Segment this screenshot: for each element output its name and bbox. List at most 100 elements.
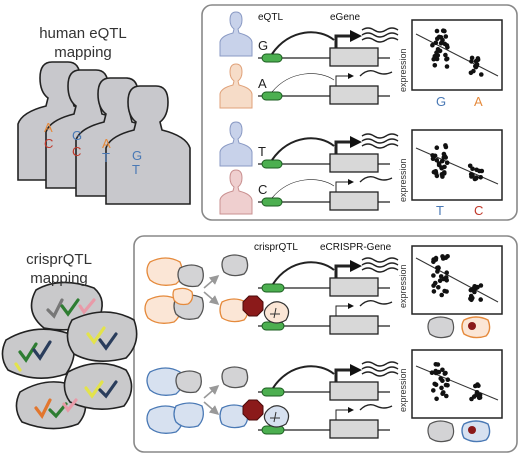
scatter-dot — [434, 145, 440, 150]
eqtl-row-A — [258, 69, 393, 105]
row-allele-G: G — [258, 38, 269, 53]
scatter-dot — [444, 289, 449, 294]
scatter-dot — [479, 72, 484, 77]
scatter-dot — [476, 395, 482, 401]
scatter-dot — [442, 171, 447, 176]
row-allele-T: T — [258, 144, 266, 159]
plot-frame-bottom-1 — [411, 245, 503, 315]
eqtl-row-C — [258, 175, 393, 211]
scatter-dot — [443, 144, 449, 150]
plot-top-2-x-2: C — [474, 203, 484, 218]
scatter-dot — [443, 52, 448, 58]
scatter-dot — [444, 393, 449, 399]
row-allele-A: A — [258, 76, 267, 91]
body-4-allele-1: G — [132, 148, 143, 163]
scatter-dot — [471, 68, 476, 74]
scatter-dot — [430, 42, 435, 48]
crispr-row-3 — [258, 361, 399, 401]
crispr-row-2 — [258, 299, 393, 335]
scatter-dot — [432, 63, 438, 68]
scatter-top-1 — [430, 28, 484, 77]
crisprqtl-title-line1: crisprQTL — [26, 251, 92, 268]
human-silhouettes — [17, 61, 191, 205]
stop-sign-icon — [242, 295, 264, 317]
scatter-dot — [470, 173, 475, 178]
plot-top-1-x-1: G — [436, 94, 447, 109]
scatter-dot — [434, 28, 440, 34]
cell-icon-gray — [427, 316, 455, 339]
body-3-allele-2: T — [102, 150, 110, 165]
scatter-dot — [439, 158, 445, 164]
scatter-dot — [469, 55, 475, 61]
person-icon-orange-1 — [219, 63, 253, 109]
scatter-dot — [431, 289, 437, 294]
cluster-orange — [144, 254, 249, 324]
scatter-dot — [444, 270, 450, 276]
plot-frame-bottom-2 — [411, 349, 503, 419]
scatter-bottom-1 — [431, 253, 484, 303]
scatter-dot — [437, 48, 443, 54]
scatter-dot — [439, 385, 444, 391]
scatter-dot — [473, 176, 479, 181]
scatter-dot — [478, 283, 484, 288]
scatter-dot — [431, 169, 437, 175]
scatter-dot — [432, 53, 438, 59]
scatter-dot — [437, 278, 443, 284]
plot-bottom-2-ylabel: expression — [398, 368, 408, 412]
guide-rna-strokes — [14, 298, 118, 420]
scatter-dot — [443, 370, 448, 376]
scatter-dot — [439, 165, 445, 171]
row-allele-C: C — [258, 182, 268, 197]
cluster-blue — [146, 366, 249, 434]
scatter-dot — [431, 273, 436, 278]
cell-icon-blue-knockout — [461, 420, 491, 443]
scatter-dot — [434, 396, 439, 402]
scatter-dot — [477, 168, 482, 174]
scatter-dot — [444, 278, 450, 283]
scatter-dot — [444, 160, 450, 165]
scatter-dot — [442, 41, 448, 47]
scatter-dot — [471, 394, 477, 399]
scatter-dot — [434, 50, 439, 55]
scatter-dot — [438, 40, 444, 46]
scatter-dot — [474, 63, 480, 69]
scatter-dot — [471, 286, 476, 291]
scatter-dot — [470, 295, 475, 301]
body-1-allele-1: A — [44, 120, 53, 135]
scatter-dot — [435, 362, 441, 367]
scatter-dot — [444, 64, 450, 69]
scatter-dot — [443, 382, 449, 388]
body-4-allele-2: T — [132, 162, 140, 177]
scatter-dot — [433, 257, 439, 262]
scatter-dot — [441, 151, 447, 157]
crisprqtl-title-line2: mapping — [30, 270, 88, 287]
scatter-dot — [445, 377, 451, 383]
scatter-dot — [438, 274, 444, 279]
scatter-dot — [472, 289, 477, 295]
scatter-dot — [434, 158, 440, 163]
cas9-scissors-icon — [263, 301, 290, 324]
plot-top-2-ylabel: expression — [398, 158, 408, 202]
plot-frame-top-1 — [411, 19, 503, 91]
crispr-row-4 — [258, 403, 393, 439]
scatter-top-2 — [430, 143, 485, 182]
cell-3 — [66, 311, 138, 362]
scatter-dot — [478, 175, 484, 180]
scatter-dot — [442, 28, 447, 34]
cell-icon-orange-knockout — [461, 316, 491, 339]
scatter-dot — [476, 383, 481, 389]
scatter-dot — [441, 390, 446, 395]
arrows-orange — [203, 274, 220, 306]
eqtl-title-line2: mapping — [54, 44, 112, 61]
scatter-dot — [440, 378, 445, 384]
human-silhouette-4 — [105, 85, 191, 205]
person-icon-red-1 — [219, 169, 253, 215]
scatter-dot — [443, 155, 449, 160]
scatter-dot — [434, 173, 440, 179]
scatter-dot — [436, 265, 441, 270]
cell-icon-gray — [427, 420, 455, 443]
egene-label: eGene — [330, 12, 361, 23]
crispr-row-1 — [258, 257, 399, 297]
scatter-dot — [445, 44, 450, 50]
